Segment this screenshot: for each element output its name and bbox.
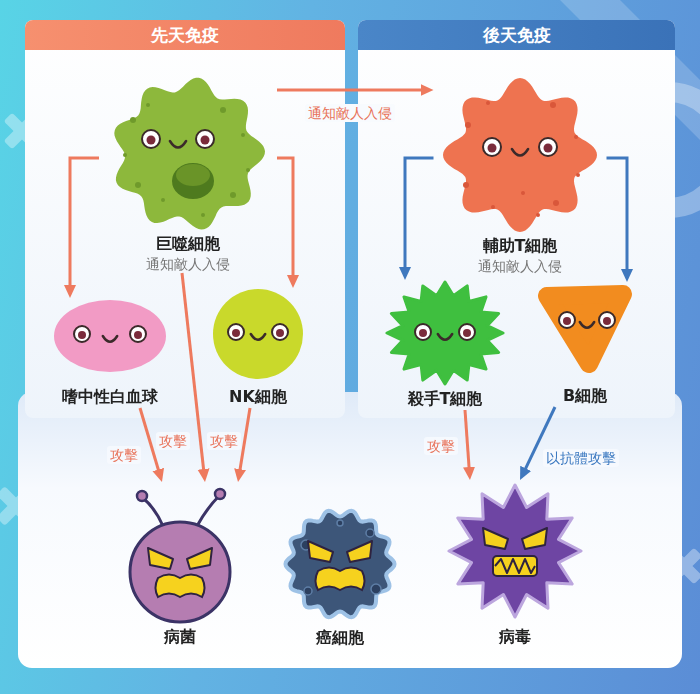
cell-name: 殺手T細胞 — [385, 388, 505, 410]
arrow-connector — [277, 89, 426, 92]
cell-node: 病毒 — [441, 480, 589, 648]
panel-ground — [25, 20, 345, 418]
cell-name: B細胞 — [535, 385, 635, 407]
cell-node: 病菌 — [111, 482, 249, 648]
cell-node: B細胞 — [531, 282, 639, 407]
cell-illustration — [115, 482, 245, 624]
panel-heading: 後天免疫 — [358, 20, 675, 50]
cell-node: 殺手T細胞 — [381, 280, 509, 410]
panel-ground — [358, 20, 675, 418]
cell-name: 嗜中性白血球 — [52, 386, 168, 408]
arrow-connector — [465, 410, 469, 472]
cell-node: 癌細胞 — [278, 505, 402, 649]
cell-node: 嗜中性白血球 — [48, 298, 172, 408]
immune-panel: 後天免疫輔助T細胞通知敵人入侵殺手T細胞 B細胞 — [358, 20, 675, 418]
arrow-label: 攻擊 — [156, 432, 190, 450]
cell-node: 巨噬細胞通知敵人入侵 — [99, 75, 277, 273]
arrow-connector — [277, 158, 293, 280]
cell-name: 輔助T細胞 — [438, 235, 603, 257]
cell-name: 癌細胞 — [282, 627, 398, 649]
arrow-label: 攻擊 — [207, 432, 241, 450]
cell-note: 通知敵人入侵 — [438, 257, 603, 275]
panel-heading: 先天免疫 — [25, 20, 345, 50]
arrow-label: 以抗體攻擊 — [543, 449, 619, 467]
cell-node: 輔助T細胞通知敵人入侵 — [434, 75, 607, 275]
cell-node: NK細胞 — [208, 288, 308, 408]
arrow-label: 攻擊 — [107, 446, 141, 464]
cell-illustration — [212, 288, 304, 380]
cell-note: 通知敵人入侵 — [103, 255, 273, 273]
arrow-connector — [405, 158, 434, 272]
lower-area — [18, 392, 682, 668]
cell-name: 病菌 — [115, 626, 245, 648]
arrow-connector — [607, 158, 628, 274]
cell-name: 病毒 — [445, 626, 585, 648]
cell-name: 巨噬細胞 — [103, 233, 273, 255]
arrow-label: 攻擊 — [424, 437, 458, 455]
cell-illustration — [282, 505, 398, 623]
cell-illustration — [445, 480, 585, 622]
cell-illustration — [385, 280, 505, 386]
cell-illustration — [438, 75, 603, 235]
arrow-label: 通知敵人入侵 — [305, 104, 395, 122]
cell-illustration — [103, 75, 273, 233]
cell-illustration — [535, 282, 635, 376]
arrow-connector — [70, 158, 99, 290]
immune-panel: 先天免疫巨噬細胞通知敵人入侵嗜中性白血球 NK細胞 — [25, 20, 345, 418]
cell-name: NK細胞 — [212, 386, 304, 408]
cell-illustration — [52, 298, 168, 374]
